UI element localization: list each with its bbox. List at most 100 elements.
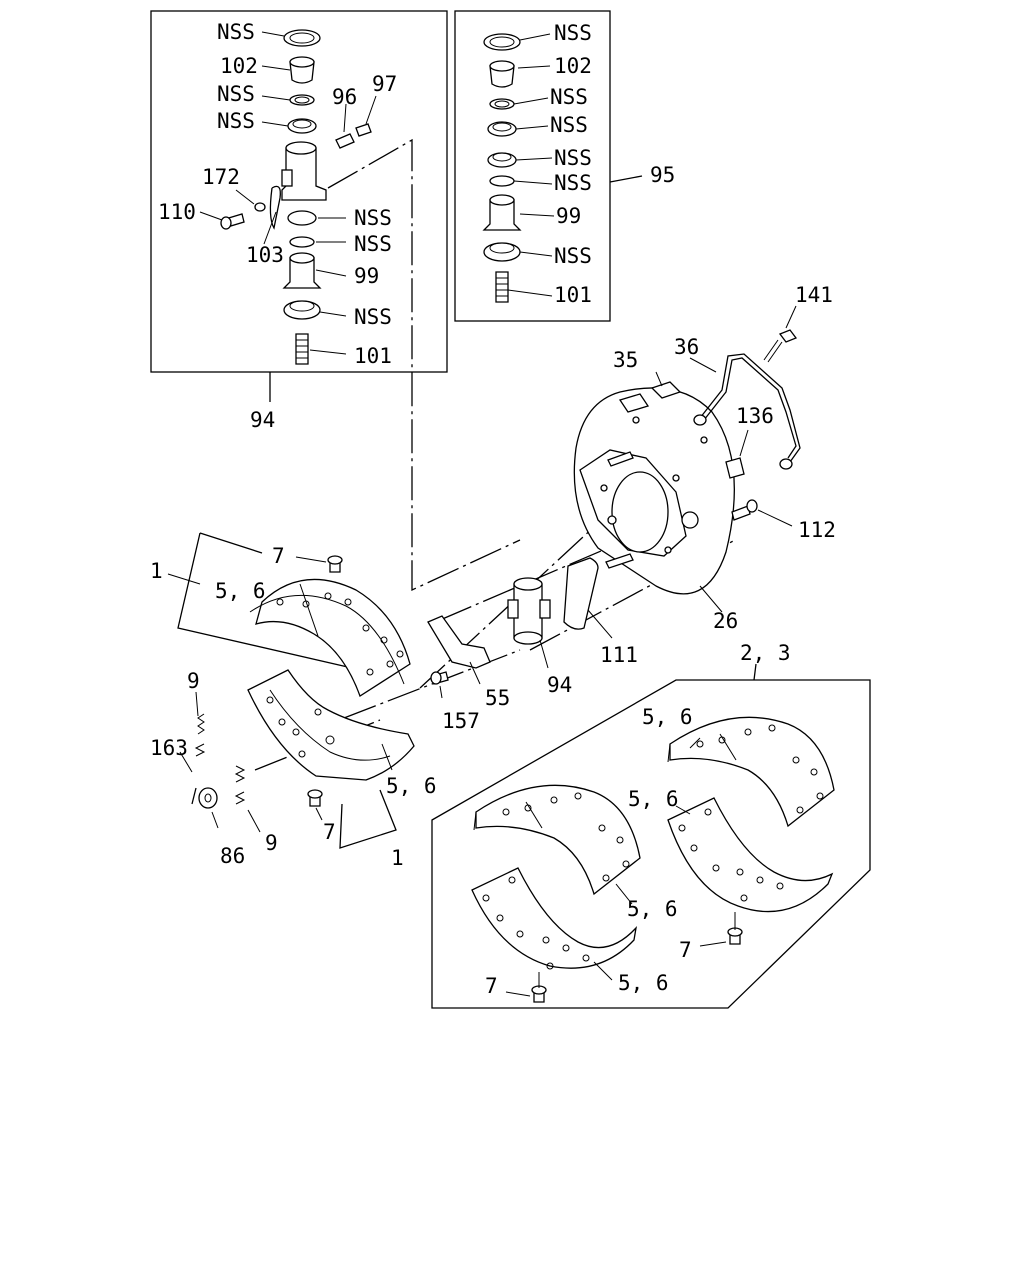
label-157: 157 [442, 709, 480, 733]
label-5-6: 5, 6 [628, 787, 679, 811]
lining-holes [678, 808, 784, 902]
label-94: 94 [547, 673, 572, 697]
label-172: 172 [202, 165, 240, 189]
installed-shoes-group: 7 1 5, 6 9 163 86 9 7 5, 6 1 [150, 532, 437, 870]
label-99: 99 [354, 264, 379, 288]
label-102: 102 [220, 54, 258, 78]
label-nss: NSS [554, 146, 592, 170]
label-nss: NSS [217, 20, 255, 44]
label-nss: NSS [354, 232, 392, 256]
lining-holes [266, 696, 335, 758]
label-1: 1 [150, 559, 163, 583]
label-55: 55 [485, 686, 510, 710]
ring [289, 236, 315, 248]
lining-kit-group: 2, 3 5, 6 5, 6 5, 6 7 5, 6 7 [431, 641, 871, 1009]
label-101: 101 [354, 344, 392, 368]
callout-box-95 [454, 10, 611, 322]
label-5-6: 5, 6 [627, 897, 678, 921]
label-5-6: 5, 6 [386, 774, 437, 798]
spring-9 [194, 713, 206, 757]
label-nss: NSS [554, 21, 592, 45]
washer-86 [198, 787, 218, 809]
label-nss: NSS [554, 244, 592, 268]
spring-9 [234, 765, 246, 805]
fitting-141 [778, 329, 798, 343]
label-nss: NSS [217, 109, 255, 133]
label-9: 9 [187, 669, 200, 693]
label-163: 163 [150, 736, 188, 760]
label-35: 35 [613, 348, 638, 372]
seal-ring [483, 33, 521, 51]
label-nss: NSS [217, 82, 255, 106]
lining-holes [482, 876, 590, 970]
label-101: 101 [554, 283, 592, 307]
piston-cup [287, 210, 317, 226]
label-9: 9 [265, 831, 278, 855]
pin-163 [191, 787, 197, 805]
bracket-55 [427, 615, 491, 669]
label-26: 26 [713, 609, 738, 633]
lining-holes [696, 724, 824, 814]
label-nss: NSS [550, 85, 588, 109]
label-96: 96 [332, 85, 357, 109]
brake-pipe-36 [699, 353, 801, 463]
shield-111 [563, 557, 599, 630]
label-95: 95 [650, 163, 675, 187]
spring-101 [495, 271, 509, 303]
label-2-3: 2, 3 [740, 641, 791, 665]
label-7: 7 [272, 544, 285, 568]
spring-101 [295, 333, 309, 365]
clip-35 [650, 381, 682, 399]
label-112: 112 [798, 518, 836, 542]
backing-plate-assembly: 141 36 35 136 112 26 111 94 55 157 [427, 283, 836, 733]
label-102: 102 [554, 54, 592, 78]
washer-172 [254, 202, 266, 212]
label-103: 103 [246, 243, 284, 267]
label-141: 141 [795, 283, 833, 307]
boot [283, 300, 321, 320]
cap-97 [355, 123, 372, 137]
label-nss: NSS [354, 206, 392, 230]
label-86: 86 [220, 844, 245, 868]
label-110: 110 [158, 200, 196, 224]
repair-kit-95-group: NSS 102 NSS NSS NSS NSS 95 99 NSS 101 [454, 10, 675, 322]
brake-lining [471, 867, 637, 969]
connector-136 [725, 457, 745, 479]
seal-ring [283, 29, 321, 47]
brake-lining [669, 716, 835, 828]
callout-box-2-3 [431, 679, 871, 1009]
lining-holes [276, 592, 404, 676]
bolt-112 [731, 505, 751, 521]
cylinder-body [281, 147, 327, 201]
label-nss: NSS [550, 113, 588, 137]
brake-lining [475, 784, 641, 896]
label-7: 7 [485, 974, 498, 998]
ring [489, 175, 515, 187]
label-5-6: 5, 6 [215, 579, 266, 603]
label-7: 7 [679, 938, 692, 962]
label-136: 136 [736, 404, 774, 428]
label-94: 94 [250, 408, 275, 432]
bleeder-96 [335, 133, 355, 149]
wheel-cylinder-94-group: NSS 102 NSS NSS 96 97 172 110 103 NSS NS… [150, 10, 448, 432]
lining-holes [502, 792, 630, 882]
label-5-6: 5, 6 [642, 705, 693, 729]
brake-lining [667, 797, 834, 913]
label-nss: NSS [354, 305, 392, 329]
brake-shoe-upper [255, 578, 411, 697]
callout-box-94 [150, 10, 448, 373]
label-111: 111 [600, 643, 638, 667]
cup-seal [287, 118, 317, 134]
label-nss: NSS [554, 171, 592, 195]
label-7: 7 [323, 820, 336, 844]
cup-seal [487, 121, 517, 137]
cup-seal [487, 152, 517, 168]
boot [483, 242, 521, 262]
brake-shoe-lower [247, 669, 415, 781]
label-1: 1 [391, 846, 404, 870]
label-5-6: 5, 6 [618, 971, 669, 995]
axle-hole [611, 471, 669, 553]
clip-103 [269, 185, 281, 230]
label-97: 97 [372, 72, 397, 96]
